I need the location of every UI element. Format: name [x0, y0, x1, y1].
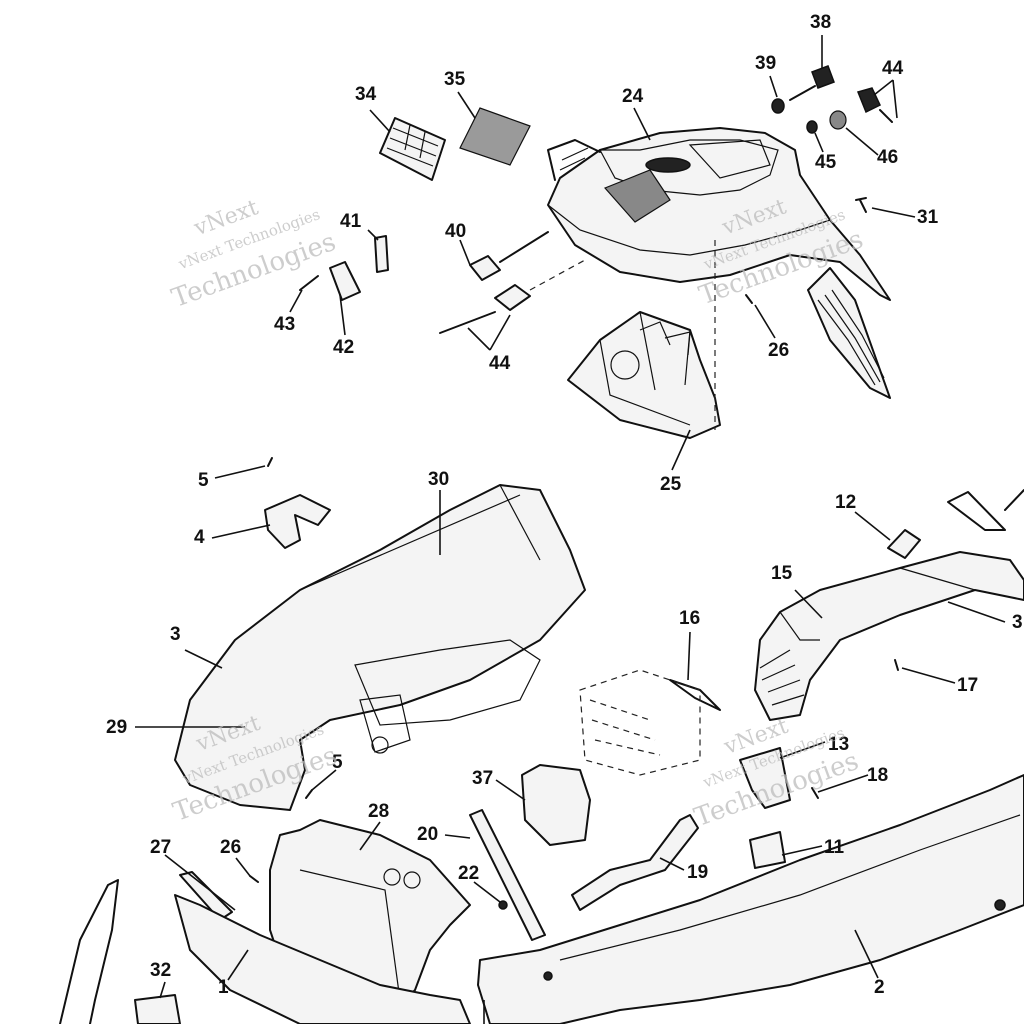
- callout-32: 32: [150, 960, 171, 981]
- callout-19: 19: [687, 862, 708, 883]
- leader-lines: [135, 35, 1006, 1024]
- watermark-left-top: vNext vNext Technologies Technologies: [168, 195, 340, 314]
- vent-grille-34: [379, 117, 446, 181]
- callout-41: 41: [340, 211, 362, 232]
- callout-31: 31: [917, 207, 939, 228]
- rivet-5b: [305, 789, 313, 799]
- nut-22: [498, 900, 508, 910]
- callout-29: 29: [106, 717, 127, 738]
- callout-3-right: 3: [1012, 612, 1023, 633]
- callout-17: 17: [957, 675, 978, 696]
- screw-43: [299, 275, 319, 291]
- callout-1: 1: [218, 977, 229, 998]
- callout-16: 16: [679, 608, 700, 629]
- callout-27: 27: [150, 837, 171, 858]
- callout-43: 43: [274, 314, 295, 335]
- callout-15: 15: [771, 563, 793, 584]
- callout-46: 46: [877, 147, 898, 168]
- callout-25: 25: [660, 474, 682, 495]
- callout-44-top: 44: [882, 58, 904, 79]
- clip-4: [264, 494, 331, 549]
- screw-18: [811, 787, 819, 799]
- bushing-39: [771, 98, 785, 114]
- callout-37: 37: [472, 768, 493, 789]
- callout-13: 13: [828, 734, 849, 755]
- callout-38: 38: [810, 12, 831, 33]
- nut-46: [829, 110, 847, 130]
- filter-pad-35: [459, 107, 531, 166]
- rail-15: [754, 551, 1024, 721]
- wire-clip-16: [669, 679, 721, 711]
- bracket-13: [739, 747, 791, 809]
- hinge-partial: [947, 489, 1024, 531]
- callout-2: 2: [874, 977, 885, 998]
- rivet-5a: [267, 457, 273, 467]
- belly-pan-1: [174, 894, 471, 1024]
- strut-19: [571, 814, 699, 911]
- callout-18: 18: [867, 765, 888, 786]
- panel-25: [567, 311, 721, 439]
- callout-labels: 38 39 44 34 35 24 45 46 31 41 40 43 42 4…: [106, 12, 1023, 998]
- knob-38: [789, 65, 835, 101]
- hood-part-24: [547, 127, 891, 301]
- callout-26-bottom: 26: [220, 837, 241, 858]
- engine-outline: [579, 669, 701, 776]
- fastener-26-top: [745, 294, 753, 304]
- callout-11: 11: [824, 837, 845, 858]
- plate-11: [749, 831, 786, 869]
- bracket-41: [374, 235, 389, 273]
- screw-31: [855, 197, 867, 213]
- callout-5-bottom: 5: [332, 752, 343, 773]
- callout-45: 45: [815, 152, 837, 173]
- callout-3-left: 3: [170, 624, 181, 645]
- chassis-2: [477, 774, 1024, 1024]
- screw-26b: [249, 875, 259, 883]
- baffle-37: [521, 764, 591, 846]
- washer-45: [806, 120, 818, 134]
- switch-42: [329, 261, 361, 301]
- headlight-40: [469, 231, 549, 281]
- bumper-32: [59, 879, 181, 1024]
- callout-26-top: 26: [768, 340, 789, 361]
- callout-4: 4: [194, 527, 205, 548]
- rivet-17: [894, 659, 899, 671]
- callout-42: 42: [333, 337, 354, 358]
- socket-44: [439, 284, 531, 334]
- callout-35: 35: [444, 69, 466, 90]
- brace-20: [469, 809, 546, 941]
- callout-44-bottom: 44: [489, 353, 511, 374]
- callout-39: 39: [755, 53, 776, 74]
- callout-20: 20: [417, 824, 438, 845]
- callout-34: 34: [355, 84, 377, 105]
- clip-12: [887, 529, 921, 559]
- callout-5-top: 5: [198, 470, 209, 491]
- callout-22: 22: [458, 863, 479, 884]
- callout-40: 40: [445, 221, 466, 242]
- latch-44: [856, 87, 893, 123]
- callout-30: 30: [428, 469, 449, 490]
- callout-24: 24: [622, 86, 644, 107]
- callout-12: 12: [835, 492, 856, 513]
- panel-28: [269, 819, 471, 1006]
- callout-28: 28: [368, 801, 389, 822]
- cowl-30: [174, 484, 586, 811]
- side-vent-panel: [807, 267, 891, 399]
